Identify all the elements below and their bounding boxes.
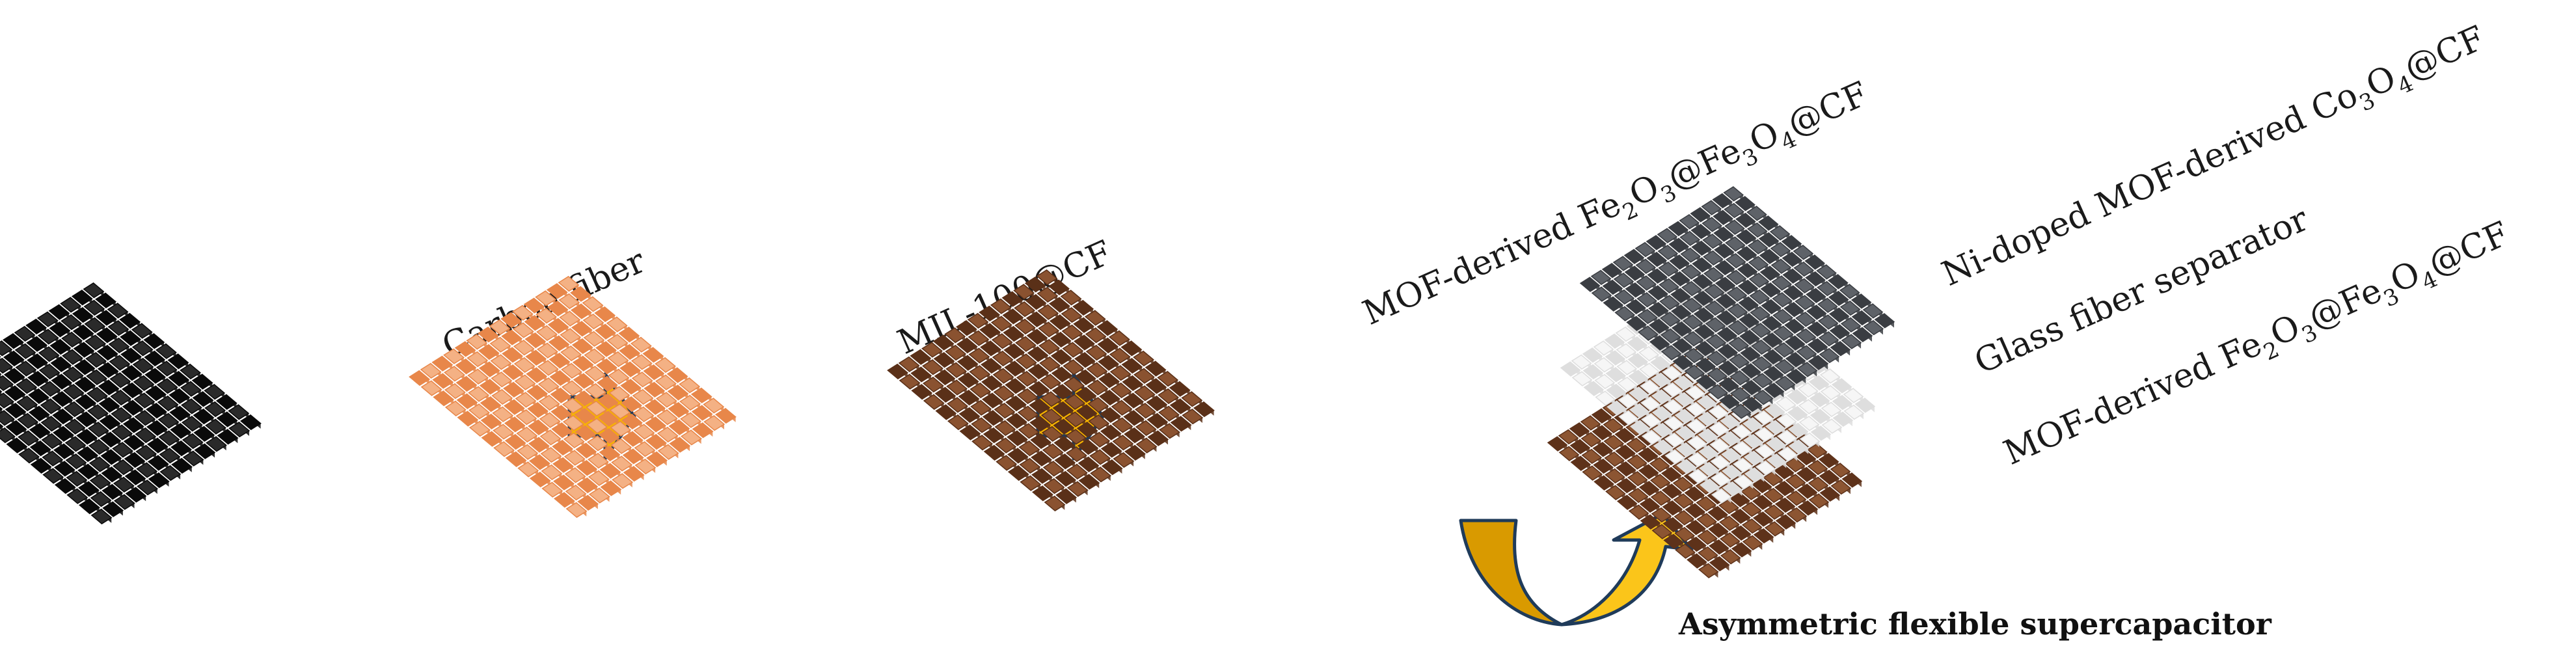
mesh-mof-derived bbox=[887, 269, 1215, 511]
device-caption: Asymmetric flexible supercapacitor bbox=[1678, 606, 2272, 642]
mesh-carbon-fiber bbox=[0, 282, 262, 524]
device-stack: Ni-doped MOF-derived Co3O4@CF Glass fibe… bbox=[1547, 19, 2515, 642]
mesh-mil-100 bbox=[409, 276, 737, 518]
layer-co3o4-electrode bbox=[1579, 186, 1895, 419]
